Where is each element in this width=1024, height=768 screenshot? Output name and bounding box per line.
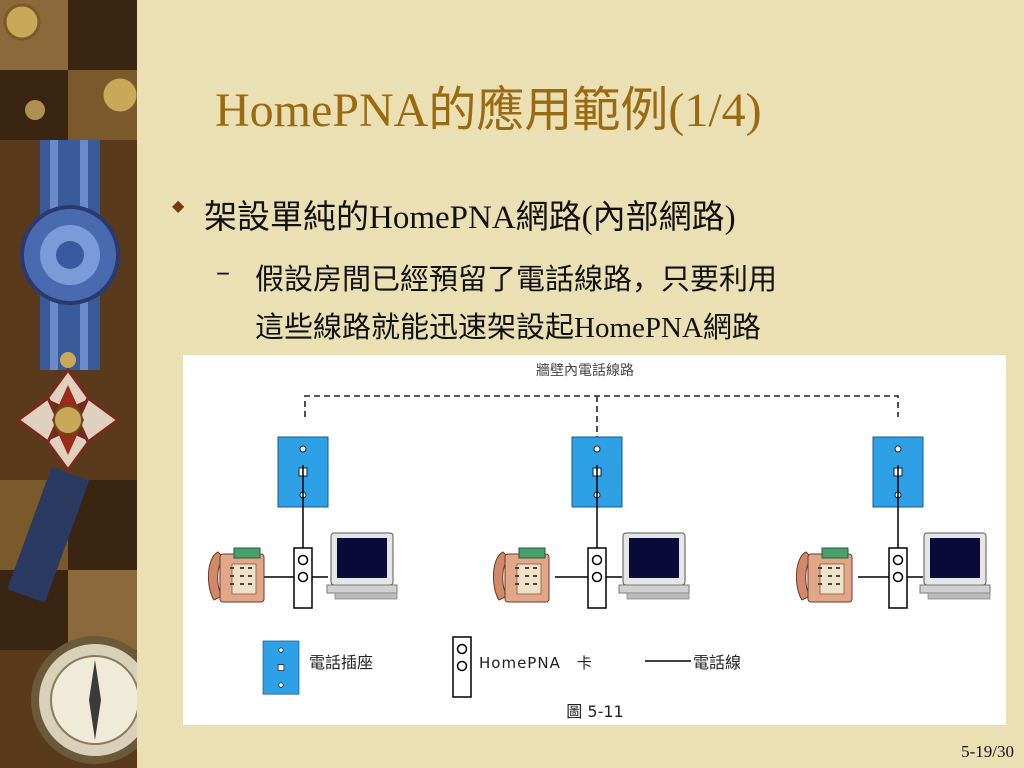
network-figure: 牆壁內電話線路: [183, 355, 1006, 725]
sub-bullet-line-1: 假設房間已經預留了電話線路，只要利用: [255, 264, 778, 296]
medal-cross-icon: [15, 352, 121, 473]
telephone-icon: [492, 547, 550, 603]
sub-bullet-line-2: 這些線路就能迅速架設起HomePNA網路: [255, 312, 761, 344]
page-number: 5-19/30: [961, 742, 1014, 761]
figure-caption: 圖 5-11: [566, 702, 623, 721]
unit-right: [795, 436, 991, 609]
homepna-card: [293, 547, 313, 609]
sub-bullet-dash: –: [216, 255, 230, 288]
homepna-card: [587, 547, 607, 609]
legend-line-label: 電話線: [693, 653, 741, 672]
legend-jack-label: 電話插座: [309, 653, 373, 672]
bullet-text: 架設單純的HomePNA網路(內部網路): [204, 200, 736, 236]
decorative-sidebar: [0, 0, 137, 768]
legend: 電話插座 HomePNA 卡 電話線: [262, 636, 741, 698]
telephone-icon: [795, 547, 853, 603]
diamond-bullet-icon: ◆: [172, 196, 185, 215]
wall-line-label: 牆壁內電話線路: [536, 362, 634, 379]
coin-icon: [3, 3, 137, 120]
unit-left: [207, 436, 398, 609]
unit-middle: [492, 436, 690, 609]
ribbon-icon: [20, 140, 120, 370]
computer-icon: [618, 532, 690, 600]
slide-title: HomePNA的應用範例(1/4): [215, 84, 762, 137]
homepna-card: [888, 547, 908, 609]
telephone-icon: [207, 547, 265, 603]
computer-icon: [919, 532, 991, 600]
legend-card-icon: [452, 636, 472, 698]
computer-icon: [326, 532, 398, 600]
legend-jack-icon: [262, 640, 300, 695]
compass-icon: [31, 636, 137, 764]
legend-card-label: HomePNA 卡: [479, 654, 593, 672]
